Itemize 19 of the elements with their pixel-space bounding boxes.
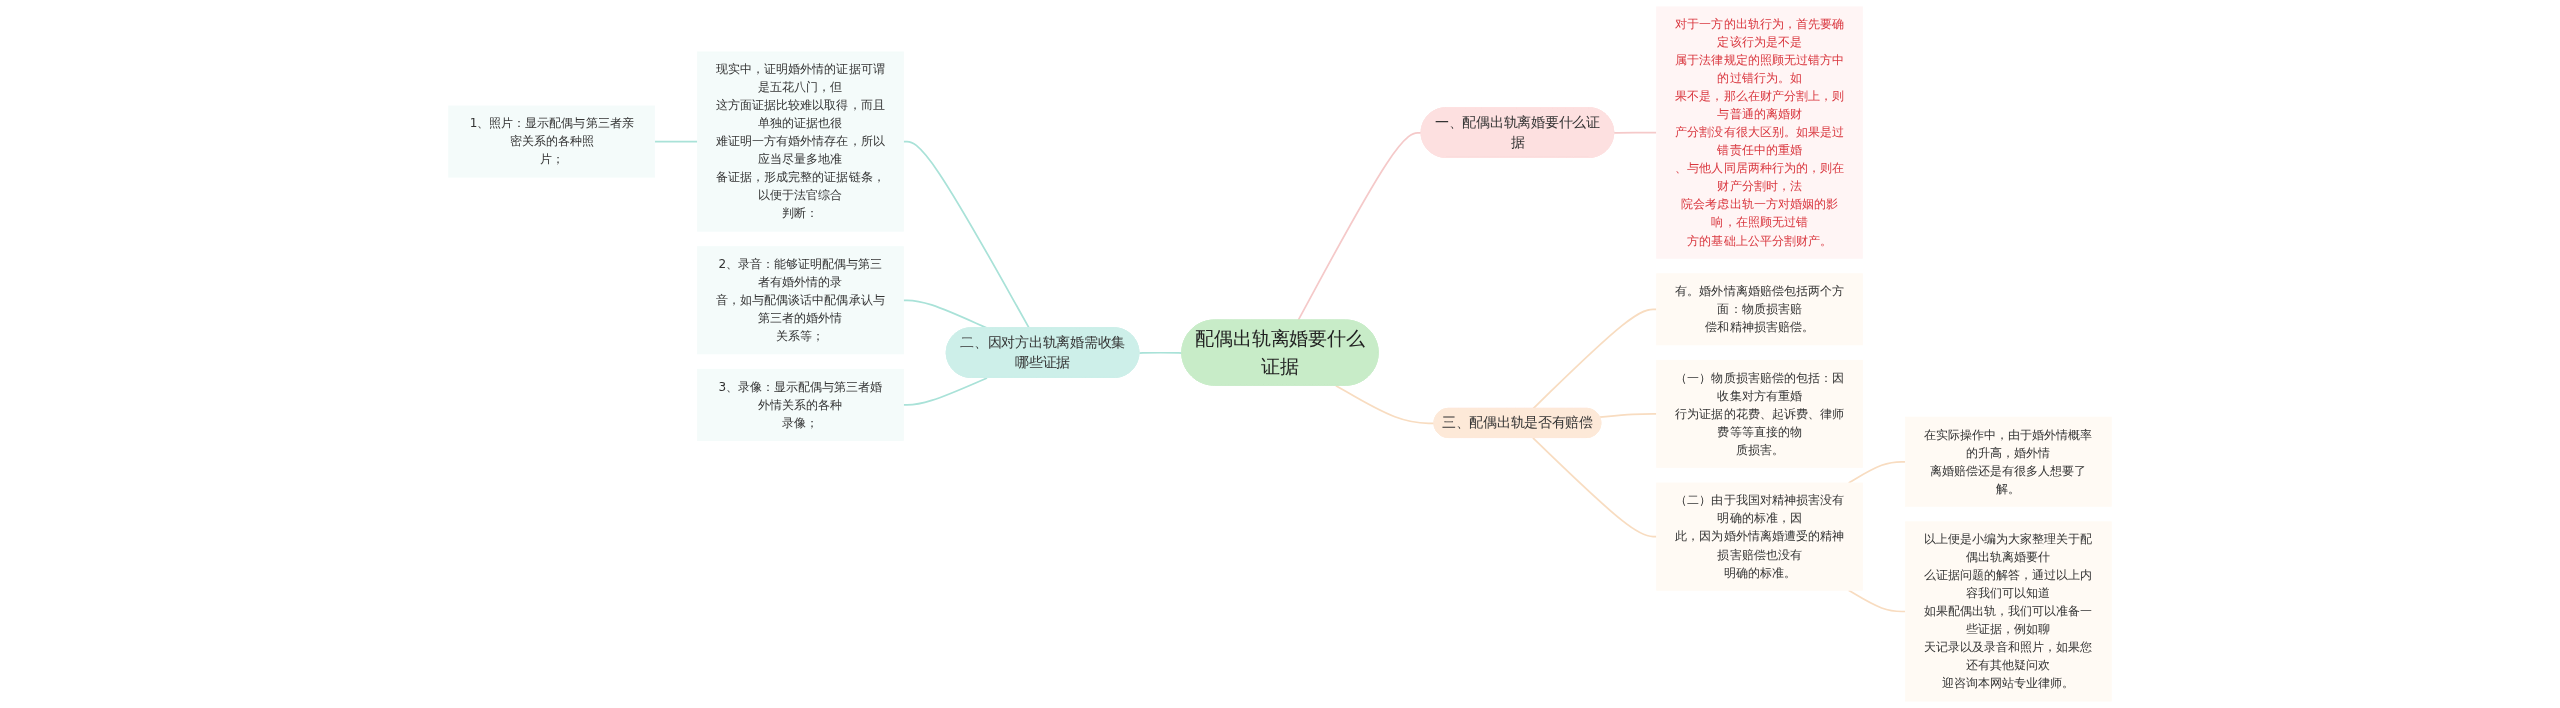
node-box: （一）物质损害赔偿的包括：因收集对方有重婚行为证据的花费、起诉费、律师费等等直接的物质损害。 — [1656, 359, 1863, 468]
connector — [1613, 131, 1658, 134]
node-box: （二）由于我国对精神损害没有明确的标准，因此，因为婚外情离婚遭受的精神损害赔偿也没有明确的标准。 — [1656, 482, 1863, 591]
node-box: 现实中，证明婚外情的证据可谓是五花八门，但这方面证据比较难以取得，而且单独的证据也很难证明一方有婚外情存在，所以应当尽量多地准备证据，形成完整的证据链条，以便于法官综合判断： — [697, 51, 904, 232]
connector — [1847, 589, 1907, 613]
node-box: 在实际操作中，由于婚外情概率的升高，婚外情离婚赔偿还是有很多人想要了解。 — [1904, 416, 2112, 507]
connector — [653, 140, 699, 143]
node-box: 3、录像：显示配偶与第三者婚外情关系的各种录像； — [697, 368, 904, 441]
connector — [1532, 308, 1658, 410]
connector — [902, 377, 988, 406]
node-box: 有。婚外情离婚赔偿包括两个方面：物质损害赔偿和精神损害赔偿。 — [1656, 273, 1863, 346]
node-box: 1、照片：显示配偶与第三者亲密关系的各种照片； — [448, 105, 656, 178]
connector — [1532, 437, 1658, 538]
connector — [1847, 460, 1907, 484]
connector — [1599, 413, 1658, 418]
node-box: 2、录音：能够证明配偶与第三者有婚外情的录音，如与配偶谈话中配偶承认与第三者的婚外情关系等； — [697, 246, 904, 355]
connector — [1297, 132, 1423, 322]
node-box: 以上便是小编为大家整理关于配偶出轨离婚要什么证据问题的解答，通过以上内容我们可以知道如果配偶出轨，我们可以准备一些证据，例如聊天记录以及录音和照片，如果您还有其他疑问欢迎咨询本网站专业律师。 — [1904, 521, 2112, 702]
node-box: 对于一方的出轨行为，首先要确定该行为是不是属于法律规定的照顾无过错方中的过错行为。如果不是，那么在财产分割上，则与普通的离婚财产分割没有很大区别。如果是过错责任中的重婚、与他人同居两种行为的，则在财产分割时，法院会考虑出轨一方对婚姻的影响，在照顾无过错方的基础上公平分割财产。 — [1656, 6, 1863, 259]
